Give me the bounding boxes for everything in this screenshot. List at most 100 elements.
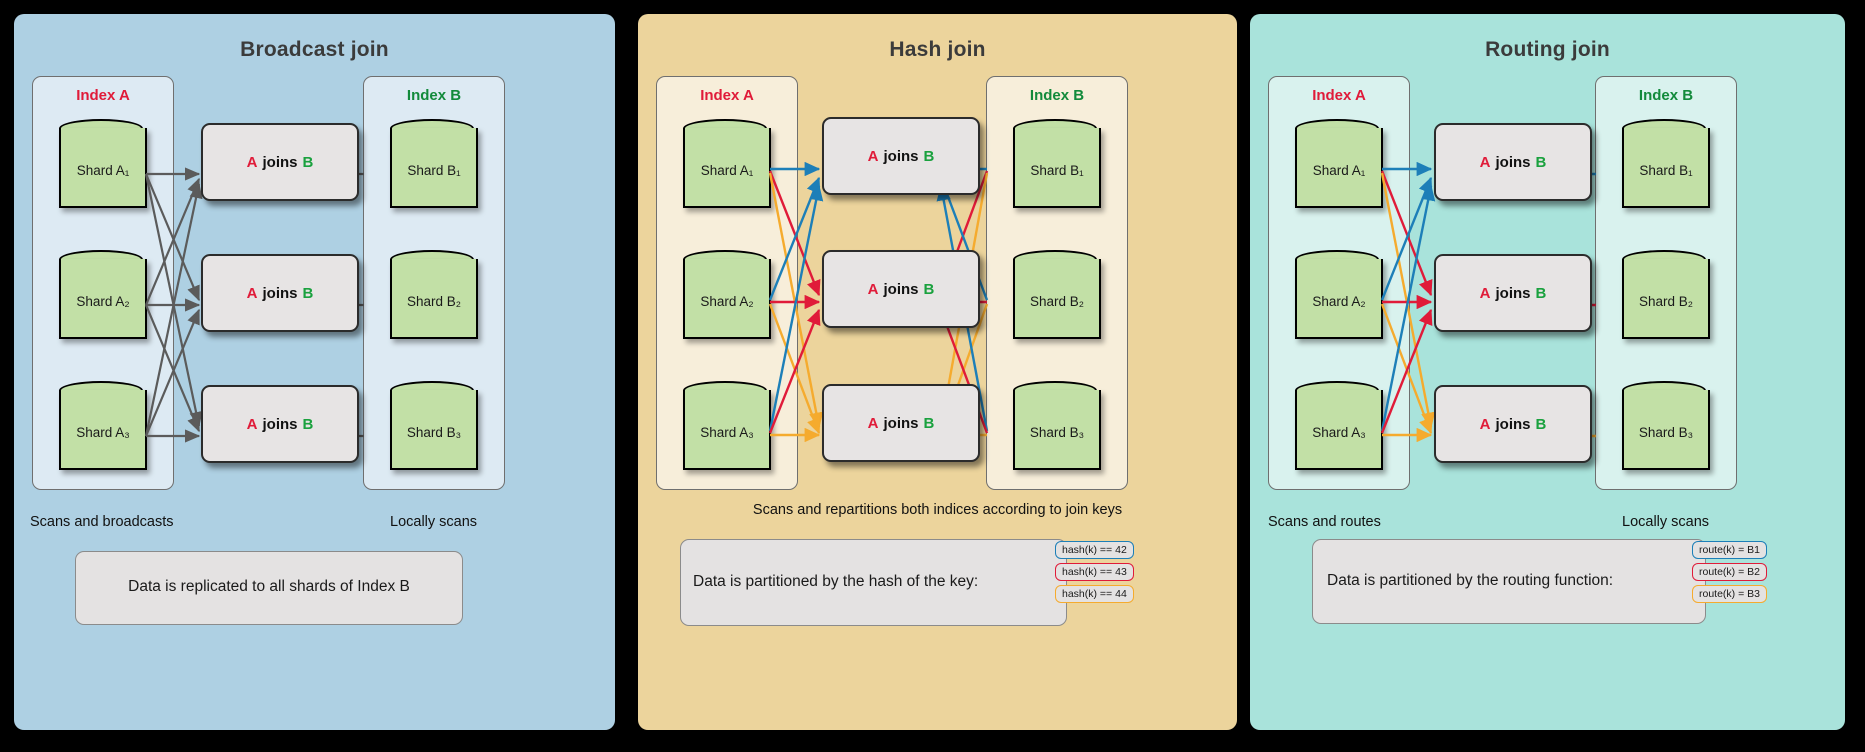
shard-b1: Shard B₁ xyxy=(390,119,478,215)
cylinder-body-icon xyxy=(1622,128,1710,208)
shard-a3-label: Shard A₃ xyxy=(1312,425,1366,440)
join-verb: joins xyxy=(1495,284,1531,302)
shard-a1: Shard A₁ xyxy=(683,119,771,215)
cylinder-body-icon xyxy=(1295,390,1383,470)
chip-list-routing: route(k) = B1 route(k) = B2 route(k) = B… xyxy=(1692,541,1767,603)
index-a-group-routing: Index A Shard A₁ Shard A₂ Shard A₃ xyxy=(1268,76,1410,490)
index-b-group-routing: Index B Shard B₁ Shard B₂ Shard B₃ xyxy=(1595,76,1737,490)
join-right-operand: B xyxy=(923,414,935,432)
index-a-group-hash: Index A Shard A₁ Shard A₂ Shard A₃ xyxy=(656,76,798,490)
shard-a2: Shard A₂ xyxy=(59,250,147,346)
shard-b3: Shard B₃ xyxy=(1622,381,1710,477)
shard-a1-label: Shard A₁ xyxy=(76,163,130,178)
caption-left-routing: Scans and routes xyxy=(1268,514,1381,530)
shard-a2-label: Shard A₂ xyxy=(1312,294,1366,309)
cylinder-body-icon xyxy=(1622,390,1710,470)
join-left-operand: A xyxy=(246,415,258,433)
shard-a2: Shard A₂ xyxy=(1295,250,1383,346)
join-right-operand: B xyxy=(302,415,314,433)
shard-a2-label: Shard A₂ xyxy=(76,294,130,309)
shard-b1: Shard B₁ xyxy=(1622,119,1710,215)
shard-b1-label: Shard B₁ xyxy=(1639,163,1693,178)
cylinder-body-icon xyxy=(390,390,478,470)
shard-b2: Shard B₂ xyxy=(1622,250,1710,346)
index-a-label: Index A xyxy=(1312,87,1366,104)
shard-a1-label: Shard A₁ xyxy=(1312,163,1366,178)
join-verb: joins xyxy=(1495,415,1531,433)
shard-b1-label: Shard B₁ xyxy=(407,163,461,178)
index-b-label: Index B xyxy=(406,87,462,104)
panel-title-broadcast: Broadcast join xyxy=(240,38,389,61)
cylinder-body-icon xyxy=(59,128,147,208)
join-right-operand: B xyxy=(302,153,314,171)
cylinder-body-icon xyxy=(1295,259,1383,339)
chip-route-b2[interactable]: route(k) = B2 xyxy=(1692,563,1767,581)
index-a-label: Index A xyxy=(76,87,130,104)
shard-b1: Shard B₁ xyxy=(1013,119,1101,215)
shard-a2-label: Shard A₂ xyxy=(700,294,754,309)
chip-route-b1[interactable]: route(k) = B1 xyxy=(1692,541,1767,559)
shard-a3-label: Shard A₃ xyxy=(700,425,754,440)
chip-route-b3[interactable]: route(k) = B3 xyxy=(1692,585,1767,603)
note-text-routing: Data is partitioned by the routing funct… xyxy=(1327,572,1614,589)
index-a-group-broadcast: Index A Shard A₁ Shard A₂ Shard A₃ xyxy=(32,76,174,490)
join-left-operand: A xyxy=(1479,415,1491,433)
panel-routing-join: Routing join Index A Shard A₁ Shard A₂ S… xyxy=(1250,14,1845,730)
join-left-operand: A xyxy=(867,147,879,165)
join-right-operand: B xyxy=(1535,284,1547,302)
chip-hash-43[interactable]: hash(k) == 43 xyxy=(1055,563,1134,581)
join-left-operand: A xyxy=(867,280,879,298)
index-b-group-hash: Index B Shard B₁ Shard B₂ Shard B₃ xyxy=(986,76,1128,490)
chip-hash-42[interactable]: hash(k) == 42 xyxy=(1055,541,1134,559)
shard-b2-label: Shard B₂ xyxy=(1029,294,1085,309)
index-b-group-broadcast: Index B Shard B₁ Shard B₂ Shard B₃ xyxy=(363,76,505,490)
shard-a1-label: Shard A₁ xyxy=(700,163,754,178)
join-right-operand: B xyxy=(923,280,935,298)
chip-hash-44[interactable]: hash(k) == 44 xyxy=(1055,585,1134,603)
join-verb: joins xyxy=(883,147,919,165)
shard-a1: Shard A₁ xyxy=(1295,119,1383,215)
join-verb: joins xyxy=(262,153,298,171)
note-text-broadcast: Data is replicated to all shards of Inde… xyxy=(128,578,410,595)
chip-list-hash: hash(k) == 42 hash(k) == 43 hash(k) == 4… xyxy=(1055,541,1134,603)
join-left-operand: A xyxy=(1479,284,1491,302)
shard-b2-label: Shard B₂ xyxy=(406,294,462,309)
shard-a3-label: Shard A₃ xyxy=(76,425,130,440)
shard-a3: Shard A₃ xyxy=(59,381,147,477)
join-right-operand: B xyxy=(302,284,314,302)
cylinder-body-icon xyxy=(683,390,771,470)
join-verb: joins xyxy=(883,414,919,432)
join-left-operand: A xyxy=(246,284,258,302)
shard-b2: Shard B₂ xyxy=(390,250,478,346)
join-verb: joins xyxy=(262,415,298,433)
cylinder-body-icon xyxy=(59,259,147,339)
join-left-operand: A xyxy=(246,153,258,171)
cylinder-body-icon xyxy=(1013,390,1101,470)
panel-title-routing: Routing join xyxy=(1485,38,1610,61)
shard-a3: Shard A₃ xyxy=(1295,381,1383,477)
join-verb: joins xyxy=(1495,153,1531,171)
join-verb: joins xyxy=(883,280,919,298)
caption-right-routing: Locally scans xyxy=(1622,514,1710,530)
cylinder-body-icon xyxy=(683,259,771,339)
cylinder-body-icon xyxy=(390,259,478,339)
shard-b1-label: Shard B₁ xyxy=(1030,163,1084,178)
join-verb: joins xyxy=(262,284,298,302)
join-right-operand: B xyxy=(923,147,935,165)
shard-b3-label: Shard B₃ xyxy=(1029,425,1085,440)
shard-b3: Shard B₃ xyxy=(1013,381,1101,477)
caption-left-hash: Scans and repartitions both indices acco… xyxy=(752,502,1123,518)
index-b-label: Index B xyxy=(1638,87,1694,104)
caption-right-broadcast: Locally scans xyxy=(390,514,478,530)
cylinder-body-icon xyxy=(1622,259,1710,339)
shard-b3: Shard B₃ xyxy=(390,381,478,477)
